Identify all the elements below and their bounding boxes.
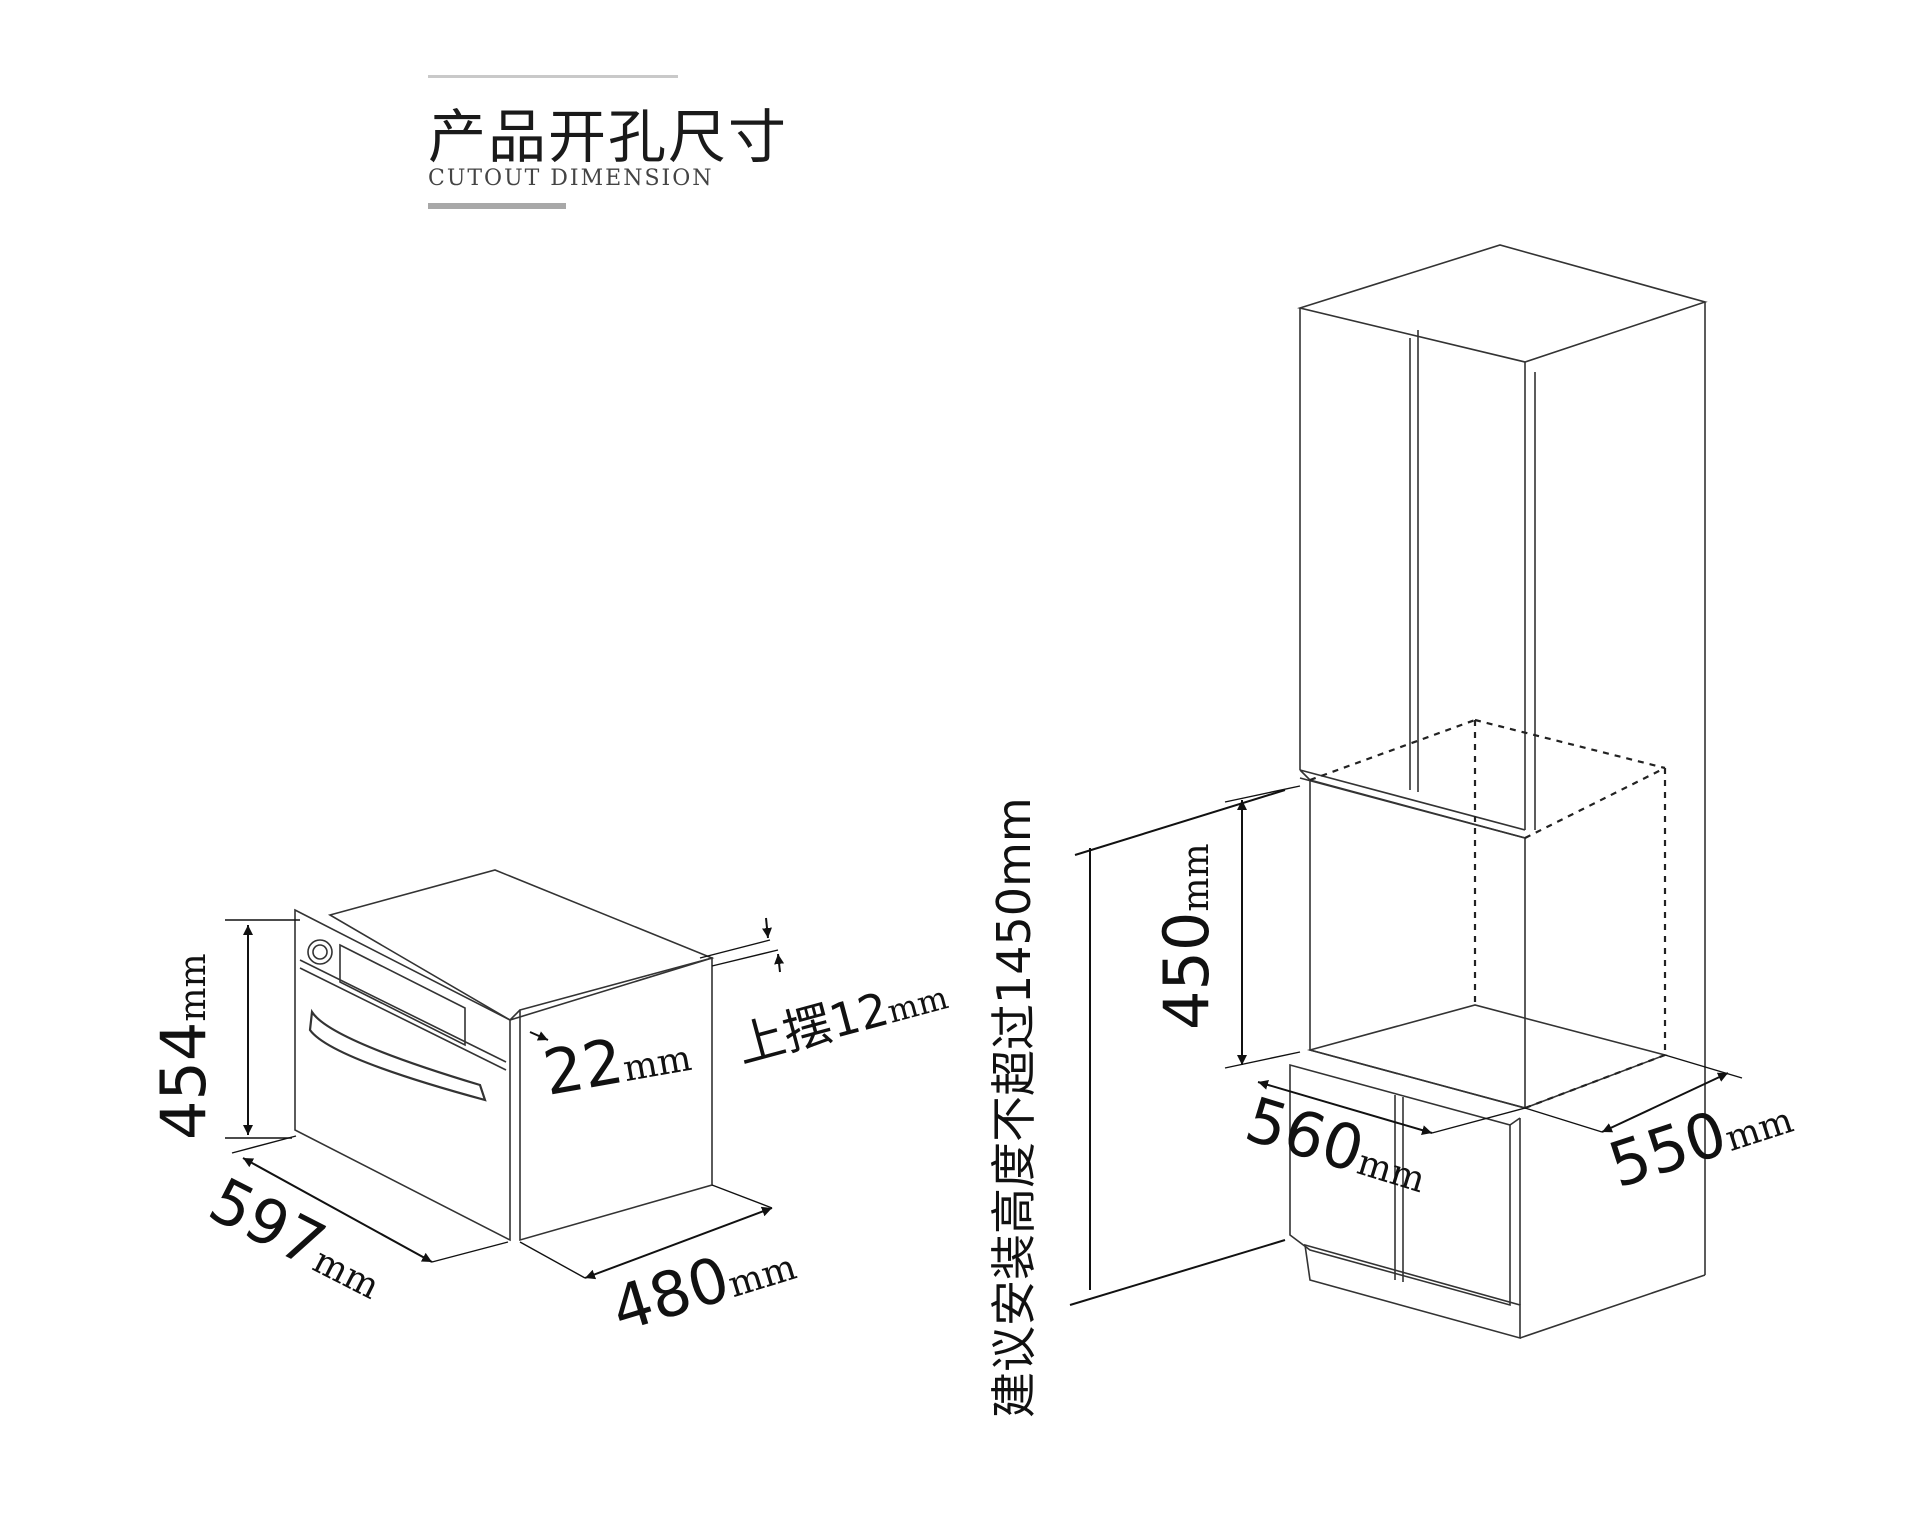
dim-offset-arrow-up	[774, 953, 785, 973]
cabinet-base-top-corner	[1509, 1117, 1521, 1126]
dim-offset-arrow-down	[762, 917, 772, 939]
dim-offset-ext-1	[699, 939, 771, 959]
svg-text:597mm: 597mm	[198, 1163, 397, 1313]
dashed-bottom-right	[1524, 1053, 1666, 1110]
dim-cutout-height-ext-top	[1224, 785, 1301, 803]
oven-drawing	[294, 869, 715, 1242]
dim-offset-ext-2	[711, 949, 779, 967]
dashed-top-left	[1309, 718, 1476, 782]
dim-cutout-depth-line	[1601, 1072, 1729, 1133]
title-bottom-rule	[428, 203, 566, 209]
dim-width-line	[242, 1157, 433, 1263]
dim-install-height-ext-bottom	[1069, 1239, 1286, 1306]
dashed-top-right	[1524, 767, 1666, 839]
oven-handle	[308, 1008, 487, 1102]
dim-cutout-height-ext-bottom	[1224, 1051, 1301, 1069]
oven-dimensions	[225, 917, 785, 1280]
cabinet-dimensions	[1069, 785, 1743, 1306]
label-top-offset: 上摆12mm	[731, 965, 953, 1075]
dim-width-ext-right	[431, 1241, 509, 1263]
dim-cutout-depth-ext-right	[1664, 1054, 1743, 1079]
svg-text:22mm: 22mm	[538, 1012, 696, 1109]
knob-icon	[307, 939, 333, 965]
cutout-corner	[1299, 769, 1311, 781]
label-install-height: 建议安装高度不超过1450mm	[987, 797, 1041, 1418]
svg-text:454mm: 454mm	[147, 953, 220, 1140]
oven-door-split-2	[299, 967, 507, 1071]
dim-cutout-width-ext	[1431, 1107, 1526, 1134]
label-depth: 480mm	[603, 1222, 803, 1346]
cabinet-base-plinth	[1304, 1243, 1521, 1340]
cabinet-cutout-floor	[1306, 1004, 1668, 1109]
dim-depth-ext-right	[711, 1184, 773, 1209]
cabinet-top-face	[1297, 244, 1708, 363]
oven-front-panel	[294, 908, 511, 1242]
oven-display	[339, 943, 466, 1047]
dim-cutout-width-line	[1257, 1080, 1433, 1135]
dashed-top-back	[1474, 718, 1666, 770]
label-panel-gap: 22mm	[538, 1012, 696, 1110]
label-width: 597mm	[198, 1163, 397, 1313]
dim-depth-ext-left	[519, 1241, 586, 1279]
cabinet-base-bottom	[1519, 1274, 1706, 1339]
label-cutout-depth: 550mm	[1600, 1075, 1800, 1202]
title-top-rule	[428, 75, 678, 78]
dim-width-ext-left	[231, 1135, 297, 1154]
dim-gap-arrow	[529, 1031, 549, 1041]
svg-text:450mm: 450mm	[1150, 843, 1223, 1030]
cabinet-upper-door-bottom	[1299, 769, 1526, 831]
svg-text:建议安装高度不超过1450mm: 建议安装高度不超过1450mm	[987, 797, 1041, 1418]
svg-text:560mm: 560mm	[1238, 1083, 1438, 1207]
knob-inner-icon	[312, 944, 328, 960]
page-subtitle: CUTOUT DIMENSION	[428, 166, 714, 191]
label-cutout-width: 560mm	[1238, 1083, 1438, 1207]
dim-install-height-ext-top	[1074, 789, 1286, 856]
oven-body-top	[327, 869, 715, 1021]
svg-text:550mm: 550mm	[1600, 1075, 1800, 1202]
oven-edge	[509, 1009, 521, 1021]
cabinet-base-front	[1289, 1063, 1511, 1307]
label-height: 454mm	[147, 953, 220, 1140]
page-title: 产品开孔尺寸	[428, 103, 789, 171]
label-cutout-height: 450mm	[1150, 843, 1223, 1030]
dim-cutout-depth-ext-left	[1524, 1107, 1603, 1133]
dim-depth-line	[584, 1206, 773, 1280]
cutout-dashed-volume	[1309, 718, 1667, 1110]
oven-door-split	[299, 959, 507, 1063]
svg-text:上摆12mm: 上摆12mm	[731, 965, 953, 1075]
svg-text:480mm: 480mm	[603, 1222, 803, 1346]
